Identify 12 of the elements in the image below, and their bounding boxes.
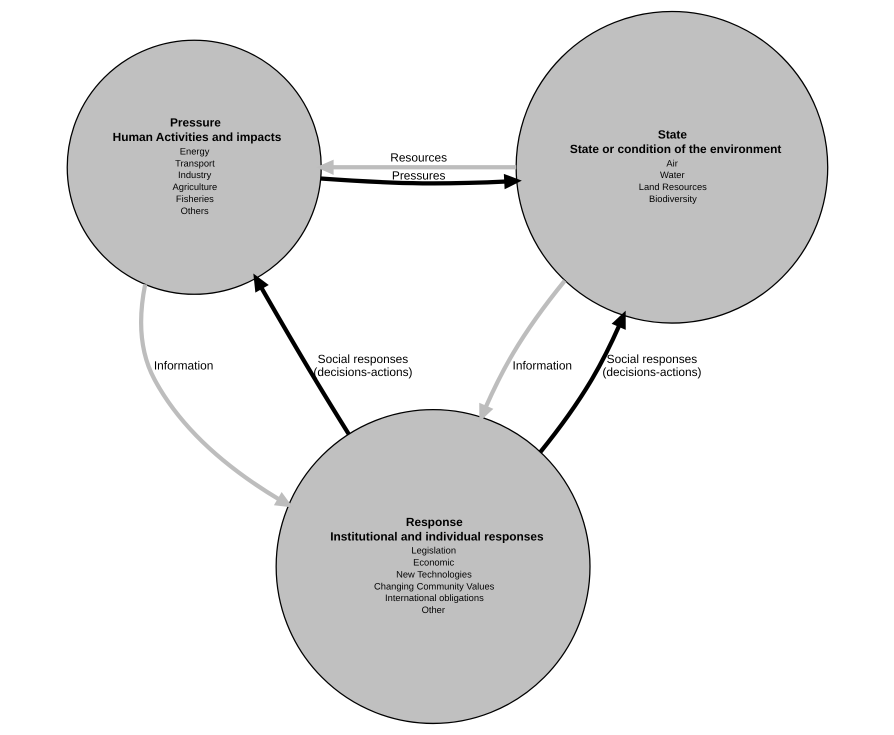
edge-label: Pressures	[391, 168, 445, 182]
edge-label: Resources	[390, 150, 447, 164]
arrow	[538, 310, 626, 454]
arrow	[320, 174, 522, 190]
edge-label: Social responses (decisions-actions)	[312, 352, 412, 379]
arrow	[252, 274, 350, 436]
node-circle: Response Institutional and individual responses Legislation Economic New Technologies Changing Community Values International obligations Other	[275, 408, 590, 724]
edge-label: Social responses (decisions-actions)	[602, 352, 702, 379]
node-circle: State State or condition of the environment Air Water Land Resources Biodiversity	[515, 10, 828, 324]
edge-label: Information	[153, 358, 213, 372]
edge-label: Information	[512, 358, 572, 372]
arrow	[138, 284, 292, 508]
